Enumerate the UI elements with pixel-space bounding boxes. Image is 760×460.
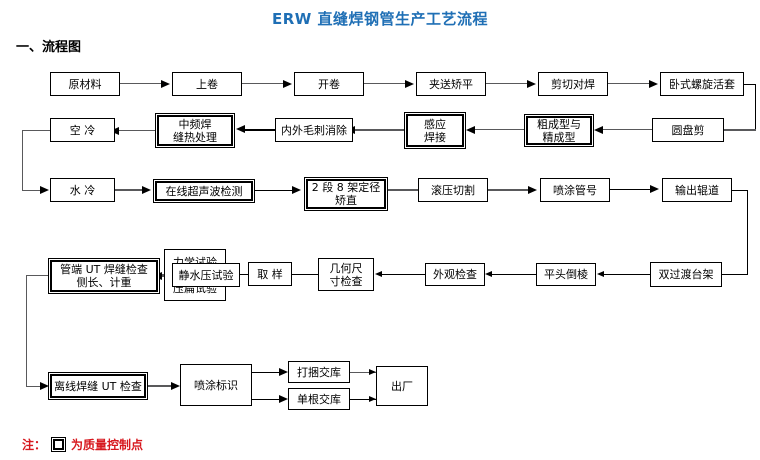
node-uncoiling[interactable]: 开卷	[294, 72, 364, 96]
arrow-r2-4	[466, 126, 475, 134]
node-deburring[interactable]: 内外毛刺消除	[275, 118, 353, 142]
node-spray-pipe-number[interactable]: 喷涂管号	[540, 178, 610, 202]
connector-wrap4-h	[26, 275, 48, 276]
node-facing-beveling[interactable]: 平头倒棱	[536, 263, 596, 286]
connector-r1-5	[608, 83, 655, 84]
connector-wrap3-v	[747, 190, 748, 274]
arrow-r2-2	[236, 125, 245, 133]
connector-wrap1-in	[722, 129, 756, 131]
connector-r2-3	[353, 129, 404, 131]
connector-r3-1	[115, 189, 147, 191]
connector-r3-3	[388, 189, 430, 191]
node-air-cooling[interactable]: 空 冷	[50, 118, 115, 142]
node-sizing-straighten[interactable]: 2 段 8 架定径 矫直	[304, 177, 388, 211]
connector-r5-branch-bot	[252, 399, 284, 400]
page-title: ERW 直缝焊钢管生产工艺流程	[271, 10, 489, 28]
connector-wrap2-h	[22, 130, 50, 131]
connector-wrap1-h	[744, 84, 756, 85]
arrow-r1-2	[283, 80, 292, 88]
connector-r3-4	[488, 189, 533, 191]
node-seam-heat-treat[interactable]: 中频焊 缝热处理	[155, 113, 235, 148]
arrow-wrap2	[40, 186, 49, 194]
node-roll-cutting[interactable]: 滚压切割	[418, 178, 488, 202]
connector-r3-5	[610, 189, 655, 190]
connector-r4-6	[492, 274, 536, 275]
connector-r2-2	[243, 129, 275, 131]
arrow-r3-4	[528, 186, 537, 194]
node-induction-welding[interactable]: 感应 焊接	[404, 112, 466, 149]
node-offline-weld-ut[interactable]: 离线焊缝 UT 检查	[48, 372, 148, 400]
node-online-ut[interactable]: 在线超声波检测	[153, 179, 255, 203]
node-uncoiling-up[interactable]: 上卷	[172, 72, 242, 96]
node-output-roller[interactable]: 输出辊道	[662, 178, 732, 202]
arrow-r3-5	[650, 185, 659, 193]
connector-r5-out-top	[350, 372, 376, 373]
node-shear-butt-weld[interactable]: 剪切对焊	[538, 72, 608, 96]
connector-r2-1	[117, 130, 155, 131]
connector-r4-4	[292, 274, 318, 275]
connector-wrap1-v	[755, 84, 756, 130]
connector-r4-5	[382, 274, 425, 275]
node-single-delivery[interactable]: 单根交库	[288, 388, 350, 410]
section-heading: 一、流程图	[16, 40, 82, 55]
connector-r1-2	[242, 83, 289, 84]
legend-text: 为质量控制点	[71, 438, 144, 452]
node-pinch-leveling[interactable]: 夹送矫平	[416, 72, 486, 96]
connector-wrap2-in	[22, 190, 43, 191]
node-pipe-end-ut[interactable]: 管端 UT 焊缝检查 侧长、计重	[48, 258, 160, 294]
legend: 注： 为质量控制点	[22, 436, 143, 453]
connector-r2-4	[473, 129, 524, 130]
arrow-r3-2	[292, 186, 301, 194]
arrow-r4-5	[375, 271, 382, 277]
connector-r3-2	[255, 190, 297, 191]
node-bundle-delivery[interactable]: 打捆交库	[288, 361, 350, 383]
legend-prefix: 注：	[22, 438, 47, 452]
node-horizontal-spiral-accumulator[interactable]: 卧式螺旋活套	[660, 72, 744, 96]
arrow-r1-1	[161, 80, 170, 88]
arrow-r5-branch-bot	[279, 395, 288, 403]
connector-wrap2-v	[22, 130, 23, 190]
double-square-symbol-icon	[51, 437, 67, 452]
connector-r1-4	[486, 83, 533, 84]
node-geometry-check[interactable]: 几何尺 寸检查	[318, 258, 374, 291]
connector-r2-5	[601, 129, 652, 130]
connector-r1-3	[364, 83, 411, 84]
arrow-r3-1	[142, 186, 151, 194]
node-rough-fine-forming[interactable]: 粗成型与 精成型	[524, 114, 594, 147]
arrow-r1-4	[527, 80, 536, 88]
connector-wrap3-h	[732, 190, 748, 191]
connector-wrap4-in	[26, 386, 42, 387]
arrow-r1-5	[649, 80, 658, 88]
arrow-r5-out-bot	[369, 396, 376, 402]
connector-wrap4-v	[26, 275, 27, 386]
connector-r5-out-bot	[350, 399, 376, 400]
node-appearance-check[interactable]: 外观检查	[425, 263, 485, 286]
arrow-wrap4	[40, 382, 49, 390]
connector-wrap3-in	[722, 274, 748, 275]
connector-r1-1	[120, 83, 167, 84]
arrow-r2-5	[594, 126, 603, 134]
node-disc-shear[interactable]: 圆盘剪	[652, 118, 724, 142]
node-double-transfer-rack[interactable]: 双过渡台架	[650, 262, 722, 287]
node-shipment[interactable]: 出厂	[376, 366, 428, 406]
arrow-r4-7	[597, 271, 604, 277]
node-water-cooling[interactable]: 水 冷	[50, 178, 115, 202]
arrow-r4-6	[485, 271, 492, 277]
arrow-r5-1	[171, 382, 180, 390]
arrow-r1-3	[405, 80, 414, 88]
arrow-r5-out-top	[369, 369, 376, 375]
connector-r5-1	[148, 385, 176, 387]
node-hydrostatic-test[interactable]: 静水压试验	[172, 263, 240, 287]
connector-r4-7	[604, 274, 650, 275]
node-spray-marking[interactable]: 喷涂标识	[180, 364, 252, 406]
node-sampling[interactable]: 取 样	[248, 262, 292, 286]
connector-r5-branch-top	[252, 372, 284, 373]
arrow-r5-branch-top	[279, 368, 288, 376]
node-raw-material[interactable]: 原材料	[50, 72, 120, 96]
